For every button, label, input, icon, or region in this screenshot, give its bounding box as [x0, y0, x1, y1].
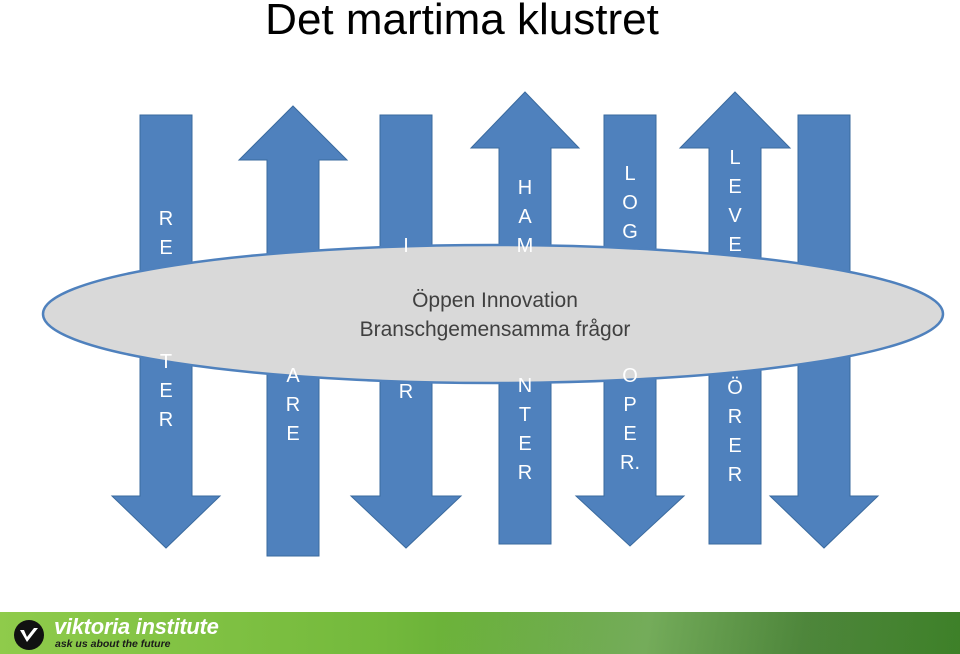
arrow-letter: L	[624, 163, 636, 185]
arrow-letter: R	[727, 406, 743, 428]
logo-name: viktoria institute	[54, 614, 219, 639]
arrow-3-letters-top: I	[386, 232, 426, 261]
arrow-letter: V	[728, 205, 742, 227]
arrow-letter: E	[728, 435, 742, 457]
arrow-letter: A	[518, 206, 532, 228]
viktoria-v-logo-icon	[14, 620, 44, 650]
oval-shape	[41, 243, 945, 385]
arrow-letter: E	[159, 237, 173, 259]
arrow-letter: E	[728, 234, 742, 256]
arrow-letter: T	[518, 404, 532, 426]
arrow-letter: G	[622, 221, 638, 243]
arrow-letter: I	[403, 235, 409, 257]
logo-tagline: ask us about the future	[55, 638, 171, 650]
arrow-letter: R	[158, 208, 174, 230]
arrow-letter: N	[517, 375, 533, 397]
arrow-letter: R	[727, 464, 743, 486]
arrow-letter: O	[622, 192, 638, 214]
arrow-letter: R	[158, 409, 174, 431]
arrow-diagram	[41, 91, 945, 557]
arrow-letter: H	[517, 177, 533, 199]
footer-banner: viktoria institute ask us about the futu…	[0, 612, 960, 654]
arrow-letter: L	[729, 147, 741, 169]
arrow-letter: P	[623, 394, 637, 416]
footer-road-image	[440, 612, 960, 654]
arrow-letter: O	[622, 365, 638, 387]
arrow-letter: R	[517, 462, 533, 484]
arrow-3-letters-bottom: R	[386, 378, 426, 407]
arrow-letter: R.	[620, 452, 640, 474]
arrow-letter: A	[286, 365, 300, 387]
arrow-letter: E	[159, 380, 173, 402]
slide-title: Det martima klustret	[265, 0, 659, 44]
arrow-letter: E	[518, 433, 532, 455]
arrow-letter: M	[516, 235, 534, 257]
arrow-letter: R	[285, 394, 301, 416]
arrow-letter: T	[159, 351, 173, 373]
oval-line-1: Öppen Innovation	[412, 289, 578, 312]
arrow-letter: R	[398, 381, 414, 403]
arrow-letter: Ö	[727, 377, 743, 399]
arrow-letter: E	[623, 423, 637, 445]
oval-line-2: Branschgemensamma frågor	[359, 318, 631, 341]
arrow-letter: E	[728, 176, 742, 198]
arrow-letter: E	[286, 423, 300, 445]
oval-label: Öppen Innovation Branschgemensamma frågo…	[290, 286, 700, 344]
